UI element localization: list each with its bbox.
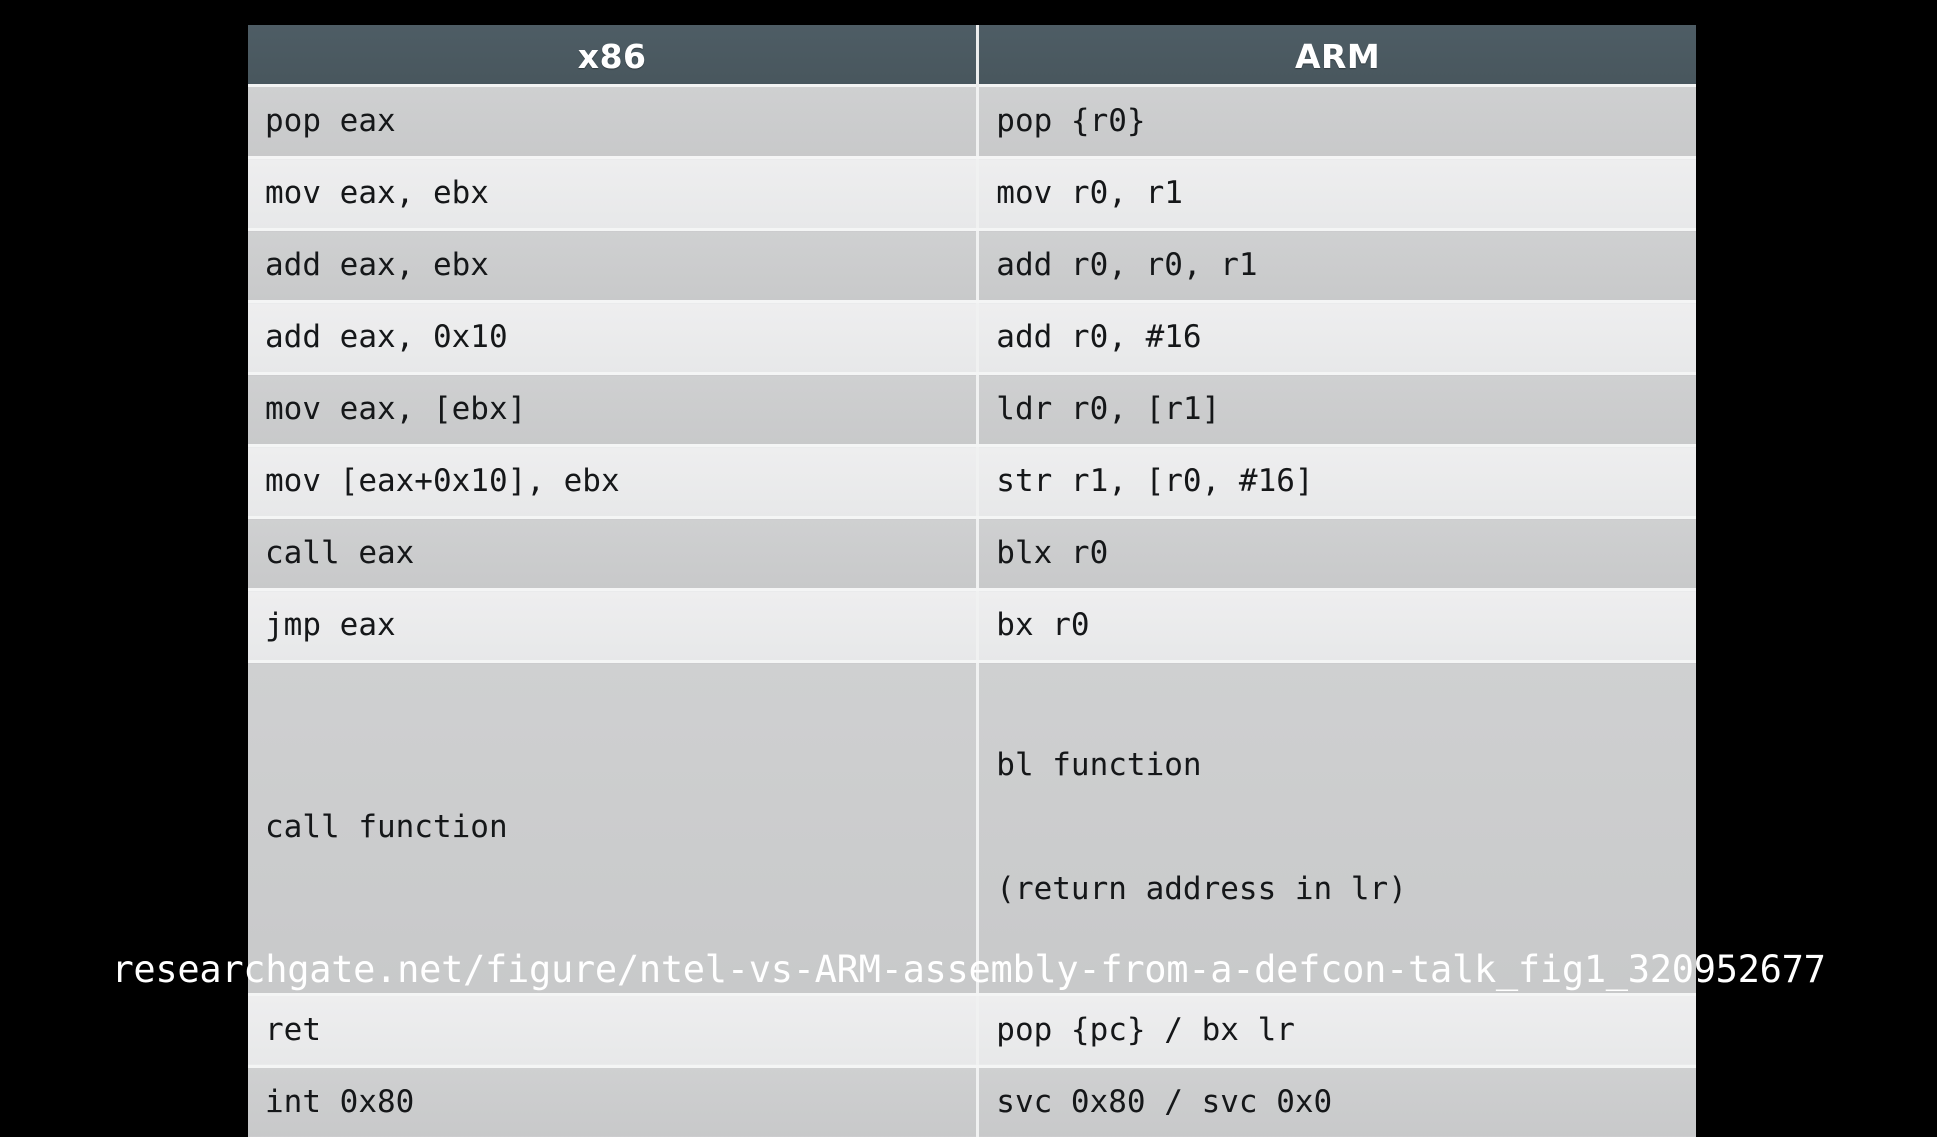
instruction-text: bx r0 [996, 606, 1090, 643]
cell-arm: ldr r0, [r1] [977, 373, 1696, 447]
comparison-table: x86 ARM pop eax pop {r0} mov eax, ebx mo… [248, 25, 1696, 1137]
cell-x86: mov [eax+0x10], ebx [248, 445, 980, 519]
cell-x86: int 0x80 [248, 1066, 980, 1137]
instruction-text: blx r0 [996, 534, 1109, 571]
instruction-text: add r0, r0, r1 [996, 246, 1258, 283]
instruction-text: pop eax [265, 102, 396, 139]
instruction-text: mov eax, ebx [265, 174, 489, 211]
instruction-text: svc 0x80 / svc 0x0 [996, 1083, 1333, 1120]
table-body: pop eax pop {r0} mov eax, ebx mov r0, r1… [248, 87, 1696, 1137]
instruction-text: ldr r0, [r1] [996, 390, 1221, 427]
table-header: x86 ARM [248, 25, 1696, 87]
instruction-text: add r0, #16 [996, 318, 1202, 355]
table-row: add eax, ebx add r0, r0, r1 [248, 229, 1696, 303]
instruction-text: int 0x80 [265, 1083, 415, 1120]
column-header-x86-label: x86 [577, 36, 647, 76]
cell-arm: pop {r0} [977, 87, 1696, 159]
instruction-text: str r1, [r0, #16] [996, 462, 1314, 499]
cell-x86: call eax [248, 517, 980, 591]
cell-x86: pop eax [248, 87, 980, 159]
instruction-text: mov eax, [ebx] [265, 390, 527, 427]
table-row: mov eax, ebx mov r0, r1 [248, 157, 1696, 231]
instruction-note: (return address in lr) [996, 871, 1407, 908]
instruction-text: ret [265, 1011, 321, 1048]
instruction-text: mov r0, r1 [996, 174, 1183, 211]
instruction-text: pop {r0} [996, 102, 1146, 139]
instruction-text: mov [eax+0x10], ebx [265, 462, 620, 499]
instruction-text: pop {pc} / bx lr [996, 1011, 1295, 1048]
table-row: ret pop {pc} / bx lr [248, 994, 1696, 1068]
header-row: x86 ARM [248, 25, 1696, 87]
table-row: add eax, 0x10 add r0, #16 [248, 301, 1696, 375]
cell-arm: bx r0 [977, 589, 1696, 663]
cell-x86: ret [248, 994, 980, 1068]
instruction-text: call function [265, 809, 508, 846]
table-row: jmp eax bx r0 [248, 589, 1696, 663]
column-header-arm-label: ARM [1294, 36, 1381, 76]
cell-arm: svc 0x80 / svc 0x0 [977, 1066, 1696, 1137]
cell-arm: add r0, r0, r1 [977, 229, 1696, 303]
cell-arm: add r0, #16 [977, 301, 1696, 375]
cell-arm: bl function (return address in lr) [977, 661, 1696, 996]
table-row: call eax blx r0 [248, 517, 1696, 591]
cell-x86: jmp eax [248, 589, 980, 663]
instruction-text: add eax, ebx [265, 246, 489, 283]
column-header-arm: ARM [977, 25, 1696, 87]
assembly-comparison-table: x86 ARM pop eax pop {r0} mov eax, ebx mo… [248, 25, 1696, 1137]
instruction-text: jmp eax [265, 606, 396, 643]
table-row: mov eax, [ebx] ldr r0, [r1] [248, 373, 1696, 447]
cell-arm: mov r0, r1 [977, 157, 1696, 231]
table-row: mov [eax+0x10], ebx str r1, [r0, #16] [248, 445, 1696, 519]
cell-arm: pop {pc} / bx lr [977, 994, 1696, 1068]
cell-x86: call function [248, 661, 980, 996]
column-header-x86: x86 [248, 25, 980, 87]
cell-x86: mov eax, [ebx] [248, 373, 980, 447]
source-caption: researchgate.net/figure/ntel-vs-ARM-asse… [111, 948, 1826, 991]
cell-arm: blx r0 [977, 517, 1696, 591]
table-row: int 0x80 svc 0x80 / svc 0x0 [248, 1066, 1696, 1137]
instruction-text: call eax [265, 534, 415, 571]
cell-x86: add eax, 0x10 [248, 301, 980, 375]
cell-arm: str r1, [r0, #16] [977, 445, 1696, 519]
cell-x86: add eax, ebx [248, 229, 980, 303]
table-row: pop eax pop {r0} [248, 87, 1696, 159]
instruction-text: add eax, 0x10 [265, 318, 508, 355]
table-row: call function bl function (return addres… [248, 661, 1696, 996]
cell-x86: mov eax, ebx [248, 157, 980, 231]
slide-canvas: x86 ARM pop eax pop {r0} mov eax, ebx mo… [111, 25, 1826, 1137]
instruction-text: bl function [996, 747, 1202, 784]
